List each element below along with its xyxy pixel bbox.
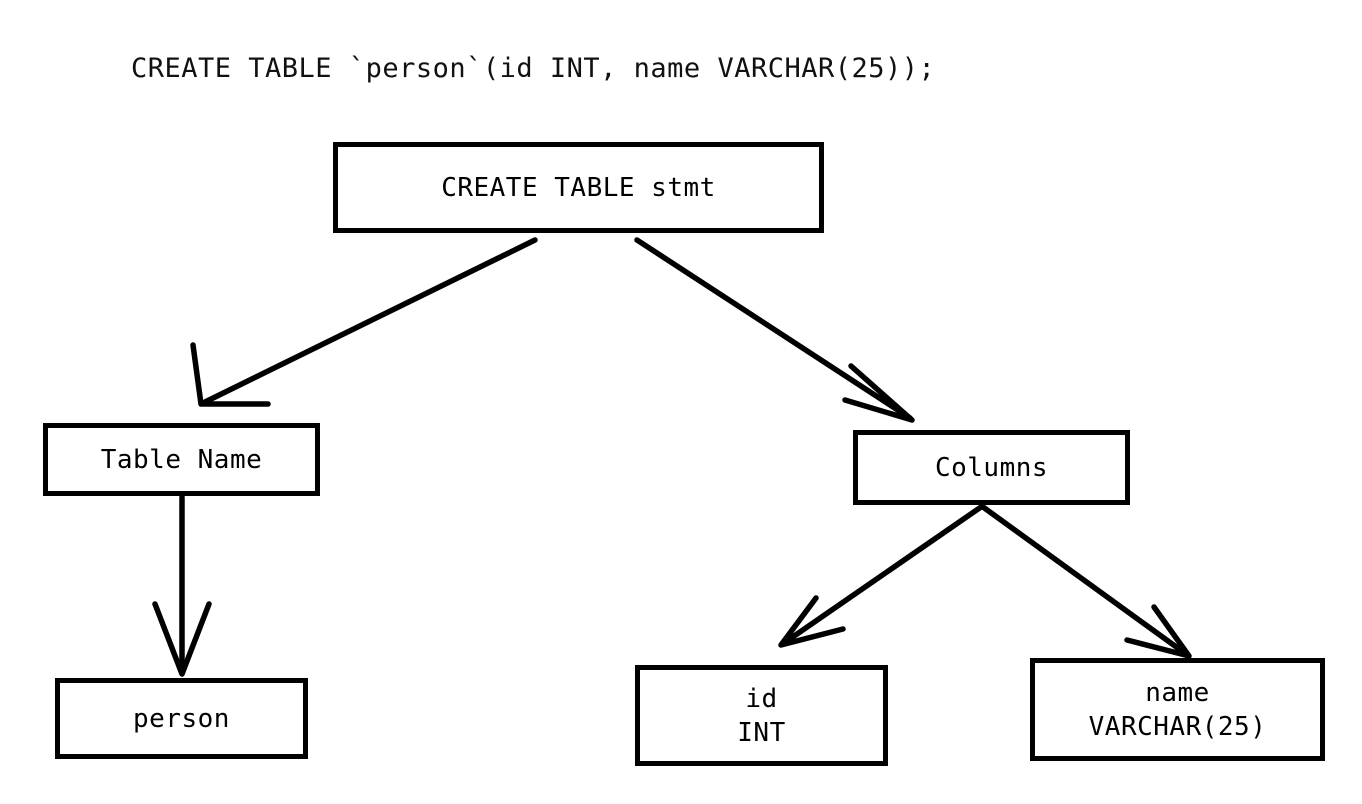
node-table-name[interactable]: Table Name [43,423,320,496]
node-column-id[interactable]: id INT [635,665,888,766]
node-column-name-name: name [1145,677,1210,708]
edge-root-to-table-name [190,237,538,407]
sql-statement-caption: CREATE TABLE `person`(id INT, name VARCH… [131,53,936,84]
edge-table-name-to-person [152,494,212,677]
node-column-name[interactable]: name VARCHAR(25) [1030,658,1325,761]
node-person[interactable]: person [55,678,308,759]
edge-columns-to-column-name [980,504,1192,659]
node-columns[interactable]: Columns [853,430,1130,505]
node-table-name-label: Table Name [100,444,263,475]
node-root-label: CREATE TABLE stmt [441,172,716,203]
node-create-table-stmt[interactable]: CREATE TABLE stmt [333,142,824,233]
edge-root-to-columns [634,237,915,423]
node-columns-label: Columns [934,452,1049,483]
node-person-label: person [133,703,230,734]
edge-columns-to-column-id [778,504,984,648]
node-column-id-datatype: INT [737,717,786,748]
node-column-name-datatype: VARCHAR(25) [1088,711,1267,742]
node-column-id-name: id [745,683,778,714]
